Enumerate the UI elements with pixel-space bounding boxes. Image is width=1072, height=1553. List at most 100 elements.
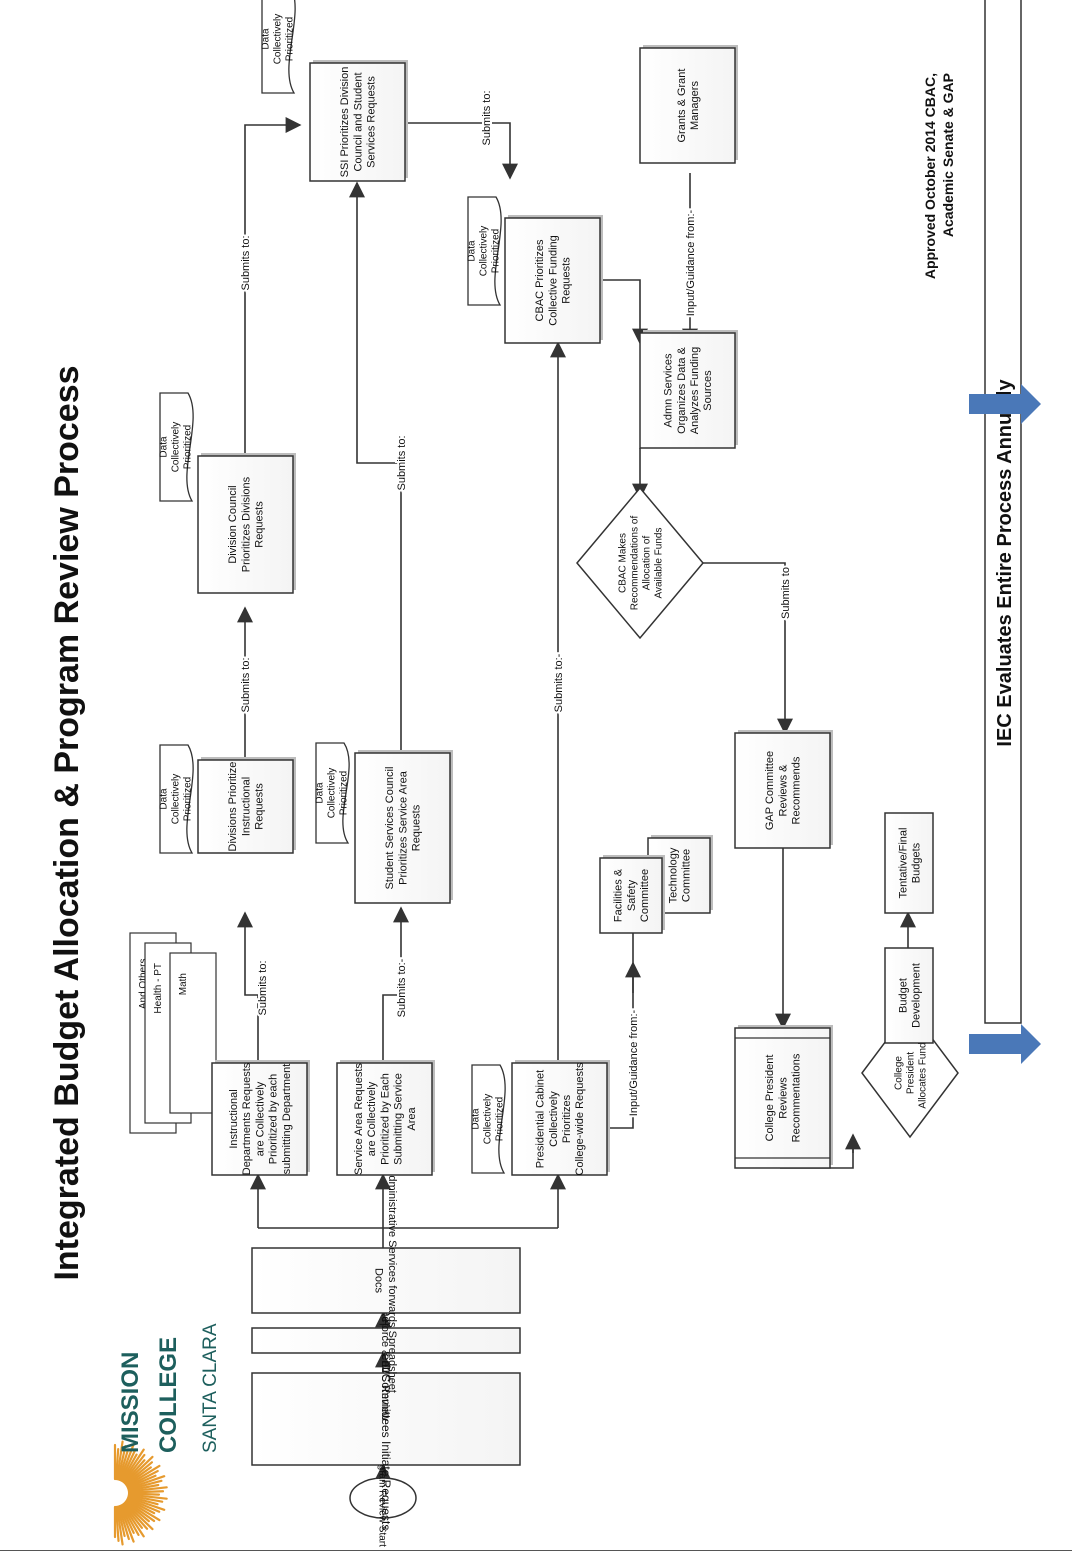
doc-div-council-icon <box>159 392 194 502</box>
edge-recommend-to-gap <box>703 562 793 735</box>
edge-servicearea-to-sscouncil <box>382 906 409 1063</box>
edge-label-submits-2: Submits to: <box>240 657 252 712</box>
node-gap-frame <box>734 732 831 849</box>
stacked-sheet-2 <box>169 952 217 1114</box>
edge-label-submits-6: Submits to:- <box>553 653 565 712</box>
node-div-council-frame <box>197 455 294 594</box>
step-taskforce-review-frame <box>251 1327 521 1354</box>
node-instructional-label: InstructionalDepartments Requestsare Col… <box>228 1062 293 1175</box>
node-tentative: Tentative/FinalBudgets <box>884 812 934 914</box>
node-president-allocates-label: CollegePresidentAllocates Funds <box>894 1037 929 1108</box>
node-div-council: Division CouncilPrioritizes DivisionsReq… <box>197 453 296 594</box>
doc-divisions-label: DataCollectivelyPrioritized <box>159 774 194 825</box>
node-facilities-label: Facilities &SafetyCommittee <box>613 868 651 922</box>
doc-cbac-funding-icon <box>467 196 502 306</box>
node-tentative-label: Tentative/FinalBudgets <box>897 828 922 899</box>
node-tentative-frame <box>884 812 934 914</box>
node-ss-council-label: Student Services CouncilPrioritizes Serv… <box>384 767 422 890</box>
node-grants-frame <box>639 47 736 164</box>
edge-divcouncil-to-ssi <box>244 117 302 456</box>
node-divisions: Divisions PrioritizeInstructionalRequest… <box>197 757 296 854</box>
step-program-review-start: Program Review Start <box>349 1449 417 1547</box>
logo-line-mission: MISSION <box>117 1352 144 1453</box>
stacked-sheet-label-2: Math <box>178 973 189 995</box>
edge-ssi-to-cbac <box>405 122 518 180</box>
step-program-review-start-frame <box>349 1477 417 1519</box>
step-program-review-start-label: Program Review Start <box>377 1449 388 1547</box>
node-budget-dev: BudgetDevelopment <box>884 947 934 1044</box>
edge-sscouncil-to-ssi <box>349 181 402 753</box>
edge-label-submits-7: Submits to: <box>481 90 493 145</box>
doc-div-council: DataCollectivelyPrioritized <box>159 392 194 502</box>
page-bottom-rule <box>0 1550 1072 1551</box>
step-initiate-requests: Department/Committees Initiate Requests <box>251 1308 521 1531</box>
doc-ss-council-label: DataCollectivelyPrioritized <box>315 768 350 819</box>
node-admin-services-frame <box>639 332 736 449</box>
logo-line-college: COLLEGE <box>155 1337 182 1453</box>
doc-cabinet-icon <box>471 1064 506 1174</box>
node-instructional: InstructionalDepartments Requestsare Col… <box>211 1060 310 1176</box>
doc-divisions: DataCollectivelyPrioritized <box>159 744 194 854</box>
node-div-council-label: Division CouncilPrioritizes DivisionsReq… <box>227 476 265 572</box>
approval-line-1: Approved October 2014 CBAC, <box>922 73 938 279</box>
node-technology-label: TechnologyCommittee <box>667 847 692 903</box>
node-grants: Grants & GrantManagers <box>639 45 738 164</box>
node-cbac-funding-label: CBAC PrioritizesCollective FundingReques… <box>534 235 572 326</box>
node-cbac-recommend: CBAC MakesRecommendations ofAllocation o… <box>576 486 704 640</box>
doc-ssi-label: DataCollectivelyPrioritized <box>261 14 296 65</box>
approval-line-2: Academic Senate & GAP <box>940 73 956 237</box>
node-service-area: Service Area Requestsare CollectivelyPri… <box>336 1060 435 1176</box>
node-cbac-funding-frame <box>504 217 601 344</box>
node-service-area-label: Service Area Requestsare CollectivelyPri… <box>353 1063 418 1175</box>
node-ssi-frame <box>309 62 406 182</box>
logo-line-santa-clara: SANTA CLARA <box>200 1323 221 1453</box>
iec-bar-label: IEC Evaluates Entire Process Annually <box>994 379 1016 747</box>
stacked-sheet-label-0: And Others.. <box>138 953 149 1009</box>
doc-cbac-funding-label: DataCollectivelyPrioritized <box>467 226 502 277</box>
step-admin-forwards: Administrative Services forwards Spreads… <box>251 1168 521 1393</box>
node-cabinet: Presidential CabinetCollectivelyPrioriti… <box>511 1060 610 1176</box>
node-facilities: Facilities &SafetyCommittee <box>599 855 665 934</box>
edge-label-input-1: Input/Guidance from:- <box>628 1009 640 1116</box>
node-president-reviews-frame <box>734 1027 831 1169</box>
node-ss-council: Student Services CouncilPrioritizes Serv… <box>354 750 453 904</box>
node-service-area-frame <box>336 1062 433 1176</box>
step-admin-forwards-label: Administrative Services forwards Spreads… <box>373 1168 398 1393</box>
edge-cabinet-input <box>605 933 634 1129</box>
edge-label-submits-4: Submits to:- <box>396 958 408 1017</box>
doc-div-council-label: DataCollectivelyPrioritized <box>159 422 194 473</box>
node-instructional-frame <box>211 1062 308 1176</box>
node-president-reviews: College PresidentReviewsRecommentations <box>734 1025 833 1169</box>
edge-label-submits-1: Submits to: <box>257 960 269 1015</box>
edge-label-submits-5: Submits to: <box>396 435 408 490</box>
doc-ss-council-icon <box>315 742 350 844</box>
node-ssi: SSI Prioritizes DivisionCouncil and Stud… <box>309 60 408 182</box>
node-cabinet-label: Presidential CabinetCollectivelyPrioriti… <box>535 1062 587 1176</box>
node-cbac-recommend-frame <box>576 486 704 640</box>
edge-label-input-2: Input/Guidance from:- <box>685 209 697 316</box>
node-budget-dev-frame <box>884 947 934 1044</box>
iec-bar: IEC Evaluates Entire Process Annually <box>969 0 1041 1064</box>
node-cabinet-frame <box>511 1062 608 1176</box>
connectors <box>237 117 916 1480</box>
edge-cbac-to-admin <box>600 279 648 345</box>
doc-cbac-funding: DataCollectivelyPrioritized <box>467 196 502 306</box>
edge-label-submits-3: Submits to: <box>240 235 252 290</box>
college-logo: MISSION COLLEGE SANTA CLARA <box>113 1323 221 1546</box>
node-gap-label: GAP CommitteeReviews &Recommends <box>764 751 802 830</box>
doc-ss-council: DataCollectivelyPrioritized <box>315 742 350 844</box>
node-budget-dev-label: BudgetDevelopment <box>897 963 922 1028</box>
node-divisions-frame <box>197 759 294 854</box>
doc-divisions-icon <box>159 744 194 854</box>
node-cbac-funding: CBAC PrioritizesCollective FundingReques… <box>504 215 603 344</box>
doc-cabinet: DataCollectivelyPrioritized <box>471 1064 506 1174</box>
step-admin-forwards-frame <box>251 1247 521 1314</box>
node-ssi-label: SSI Prioritizes DivisionCouncil and Stud… <box>339 67 377 178</box>
node-admin-services-label: Admn ServicesOrganizes Data &Analyzes Fu… <box>663 346 715 434</box>
step-initiate-requests-label: Department/Committees Initiate Requests <box>379 1308 393 1531</box>
step-initiate-requests-frame <box>251 1372 521 1466</box>
edge-instructional-to-divisions <box>237 911 259 1063</box>
doc-cabinet-label: DataCollectivelyPrioritized <box>471 1094 506 1145</box>
edge-label-submits-8: Submits to <box>780 567 792 619</box>
